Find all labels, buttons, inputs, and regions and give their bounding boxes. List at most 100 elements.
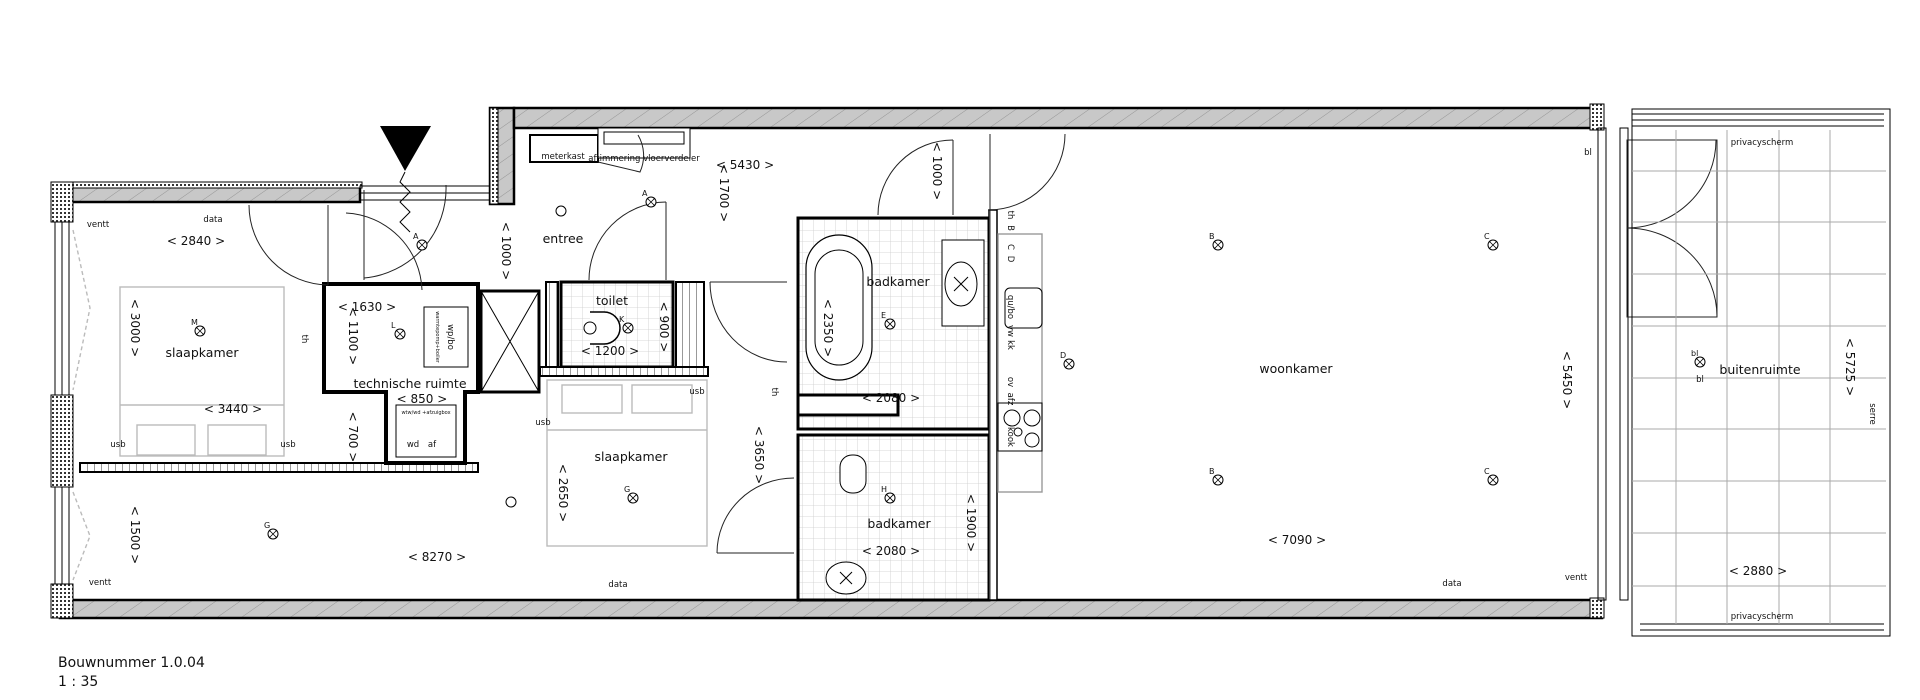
annotation: usb	[280, 440, 295, 450]
room-label: technische ruimte	[353, 376, 466, 391]
annotation: bl	[1584, 148, 1592, 158]
dimension: < 1000 >	[930, 142, 944, 200]
kitchen-label: B	[1005, 225, 1015, 231]
lamp-letter: G	[264, 521, 270, 530]
lamp-letter: M	[191, 318, 198, 327]
kitchen-label: ov	[1005, 377, 1015, 387]
annotation: privacyscherm	[1731, 612, 1794, 622]
annotation: usb	[535, 418, 550, 428]
lamp-letter: bl	[1691, 349, 1698, 358]
lamp-icon: B	[1209, 467, 1224, 486]
lamp-icon: bl	[1691, 349, 1706, 368]
dimension: < 3000 >	[128, 299, 142, 357]
lamp-letter: B	[1209, 467, 1215, 476]
lamp-icon: B	[1209, 232, 1224, 251]
furniture	[119, 127, 1043, 595]
lamp-icon: A	[642, 189, 657, 208]
room-label: entree	[543, 231, 584, 246]
annotation: wd	[407, 440, 419, 450]
dimension: < 5430 >	[716, 158, 774, 172]
dimension: < 900 >	[657, 302, 671, 353]
dimension: < 3440 >	[204, 402, 262, 416]
dimension: < 1100 >	[346, 307, 360, 365]
lamp-icon: H	[881, 485, 896, 504]
lamp-letter: K	[619, 315, 625, 324]
dimension: < 2080 >	[862, 391, 920, 405]
dimension: < 5725 >	[1843, 338, 1857, 396]
dimension: < 1700 >	[717, 164, 731, 222]
dimensions: < 2840 > < 3000 > < 3440 > < 1630 > < 11…	[128, 142, 1857, 578]
balcony	[1631, 108, 1891, 637]
annotation: aftimmering vloerverdeler	[588, 154, 700, 164]
kitchen-label: D	[1005, 256, 1015, 263]
dimension: < 1000 >	[499, 222, 513, 280]
kitchen-label: vw	[1005, 325, 1015, 337]
lamp-icon: C	[1484, 232, 1499, 251]
annotation: th	[769, 388, 779, 397]
dimension: < 7090 >	[1268, 533, 1326, 547]
annotation: th	[299, 335, 309, 344]
room-label: buitenruimte	[1719, 362, 1800, 377]
dimension: < 1630 >	[338, 300, 396, 314]
dimension: < 2880 >	[1729, 564, 1787, 578]
dimension: < 850 >	[397, 392, 448, 406]
lamp-letter: A	[642, 189, 648, 198]
annotation: usb	[110, 440, 125, 450]
lamp-icon: D	[1060, 351, 1075, 370]
walls	[50, 103, 1605, 620]
room-label: woonkamer	[1259, 361, 1333, 376]
room-label: badkamer	[866, 274, 930, 289]
lamp-icon: C	[1484, 467, 1499, 486]
dimension: < 1200 >	[581, 344, 639, 358]
kitchen-label: kook	[1005, 427, 1015, 447]
project-number: Bouwnummer 1.0.04	[58, 655, 205, 671]
triangle-down-icon	[380, 126, 431, 171]
room-label: slaapkamer	[166, 345, 240, 360]
room-label: slaapkamer	[595, 449, 669, 464]
dimension: < 8270 >	[408, 550, 466, 564]
annotation: serre	[1867, 403, 1877, 425]
lamp-letter: B	[1209, 232, 1215, 241]
lamp-icon: A	[413, 232, 428, 251]
lamp-letter: D	[1060, 351, 1066, 360]
kitchen-label: kk	[1005, 340, 1015, 350]
annotation: wp/bo	[445, 324, 455, 350]
lamp-icon: L	[391, 321, 406, 340]
lamp-letter: G	[624, 485, 630, 494]
lamp-letter: H	[881, 485, 887, 494]
kitchen-labels: th B C D qu/bo vw kk ov afz kook	[1005, 211, 1015, 447]
dimension: < 700 >	[346, 412, 360, 463]
annotation: warmtepomp+boiler	[434, 311, 440, 364]
lamp-letter: L	[391, 321, 396, 330]
annotations: ventt data usb usb th wp/bo wd af meterk…	[87, 138, 1877, 622]
lamp-letter: E	[881, 311, 886, 320]
drawing-scale: 1 : 35	[58, 674, 98, 690]
dimension: < 2650 >	[556, 464, 570, 522]
annotation: meterkast	[541, 152, 585, 162]
dimension: < 5450 >	[1560, 351, 1574, 409]
annotation: ventt	[87, 220, 110, 230]
windows	[54, 127, 1629, 601]
annotation: privacyscherm	[1731, 138, 1794, 148]
annotation: ventt	[1565, 573, 1588, 583]
annotation: wtw/wd +afzuigbox	[401, 410, 450, 416]
annotation: ventt	[89, 578, 112, 588]
lamp-icon: E	[881, 311, 896, 330]
kitchen-label: C	[1005, 244, 1015, 250]
entrance-line	[399, 171, 411, 233]
room-label: toilet	[596, 293, 628, 308]
lamp-icon: K	[619, 315, 634, 334]
kitchen-label: th	[1005, 211, 1015, 220]
lamp-icon: G	[624, 485, 639, 504]
lamp-letter: C	[1484, 232, 1490, 241]
kitchen-label: qu/bo	[1005, 295, 1015, 319]
lamp-letter: C	[1484, 467, 1490, 476]
room-label: badkamer	[867, 516, 931, 531]
lamp-icon: M	[191, 318, 206, 337]
annotation: af	[428, 440, 437, 450]
annotation: data	[203, 215, 222, 225]
lamp-icon: G	[264, 521, 279, 540]
dimension: < 1900 >	[964, 494, 978, 552]
